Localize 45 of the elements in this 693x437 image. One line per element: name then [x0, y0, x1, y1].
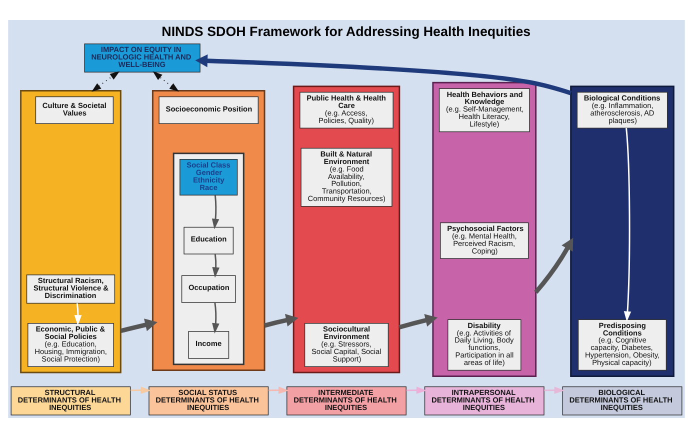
- node-box: Social Class Gender Ethnicity Race: [180, 158, 238, 196]
- node-box: Psychosocial Factors (e.g. Mental Health, Perceived Racism, Coping): [440, 222, 529, 258]
- arrow: [130, 386, 152, 394]
- node-box: Socioeconomic Position: [158, 96, 259, 124]
- node-box: BIOLOGICAL DETERMINANTS OF HEALTH INEQUITIES: [562, 386, 682, 415]
- cluster: [432, 81, 537, 376]
- node-box: Built & Natural Environment (e.g. Food Availability, Pollution, Transportation, Community Resources): [300, 147, 392, 206]
- arrow: [398, 314, 438, 329]
- arrow: [120, 318, 158, 333]
- arrow: [264, 313, 298, 328]
- arrow: [268, 386, 289, 394]
- arrow: [212, 302, 220, 334]
- node-box: Occupation: [181, 274, 236, 302]
- node-box: IMPACT ON EQUITY IN NEUROLOGIC HEALTH AND WELL-BEING: [84, 42, 200, 72]
- arrow: [624, 128, 632, 322]
- arrow: [534, 237, 574, 294]
- node-box: Public Health & Health Care (e.g. Access, Policies, Quality): [300, 91, 394, 128]
- cluster: [152, 90, 266, 371]
- arrow: [406, 386, 427, 394]
- arrow: [152, 70, 180, 92]
- node-box: Culture & Societal Values: [35, 96, 114, 124]
- node-box: Disability (e.g. Activities of Daily Living, Body functions, Participation in all areas of life): [448, 318, 522, 370]
- node-box: Income: [188, 330, 230, 358]
- node-box: STRUCTURAL DETERMINANTS OF HEALTH INEQUITIES: [10, 386, 131, 415]
- node-box: Education: [184, 226, 234, 254]
- node-box: INTERMEDIATE DETERMINANTS OF HEALTH INEQUITIES: [286, 386, 406, 415]
- node-box: Structural Racism, Structural Violence & Discrimination: [26, 274, 116, 304]
- cluster: [172, 152, 244, 365]
- diagram-title: NINDS SDOH Framework for Addressing Health Inequities: [162, 23, 531, 38]
- cluster: [292, 85, 400, 373]
- node-box: INTRAPERSONAL DETERMINANTS OF HEALTH INEQUITIES: [424, 386, 544, 415]
- arrow: [544, 386, 565, 394]
- node-box: Biological Conditions (e.g. Inflammation, atherosclerosis, AD plaques): [576, 91, 668, 128]
- node-box: SOCIAL STATUS DETERMINANTS OF HEALTH INEQUITIES: [148, 386, 269, 415]
- cluster: [20, 90, 122, 373]
- node-box: Sociocultural Environment (e.g. Stressors, Social Capital, Social Support): [304, 322, 389, 366]
- arrow: [74, 302, 82, 326]
- arrow: [212, 254, 220, 278]
- node-box: Predisposing Conditions (e.g. Cognitive capacity, Diabetes, Hypertension, Obesity, Physical capacity): [578, 318, 667, 370]
- cluster: [570, 85, 674, 376]
- arrow: [92, 70, 120, 92]
- node-box: Economic, Public & Social Policies (e.g. Education, Housing, Immigration, Social Protection): [28, 322, 114, 366]
- node-box: Health Behaviors and Knowledge (e.g. Self-Management, Health Literacy, Lifestyle): [438, 88, 530, 132]
- arrow: [212, 194, 220, 229]
- arrow: [195, 54, 572, 95]
